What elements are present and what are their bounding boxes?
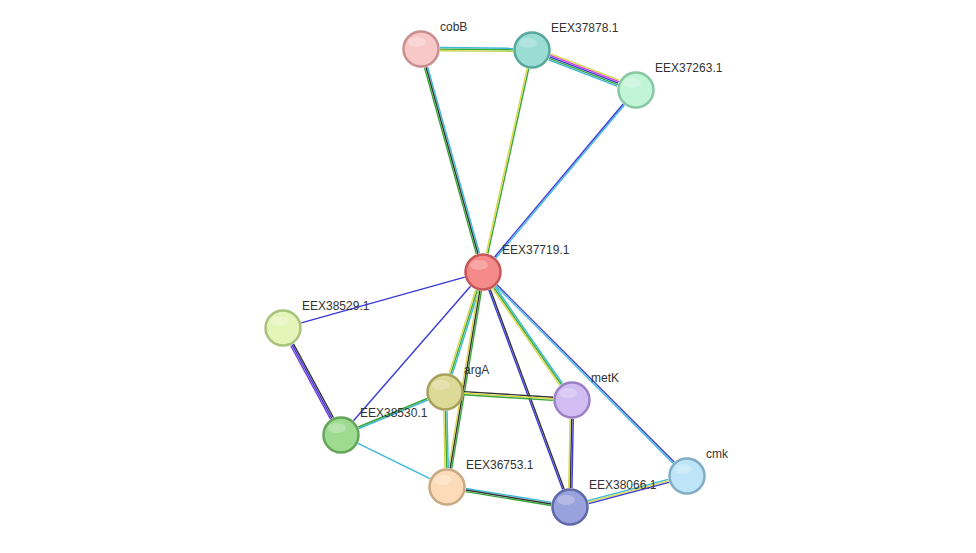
protein-node: EEX38066.1	[551, 488, 589, 526]
node-circle	[426, 373, 464, 411]
node-label: argA	[464, 363, 489, 377]
node-label: EEX38529.1	[302, 299, 369, 313]
protein-node: EEX36753.1	[428, 468, 466, 506]
node-circle	[668, 457, 706, 495]
interaction-edge	[496, 285, 674, 463]
node-label: EEX36753.1	[466, 458, 533, 472]
node-label: cmk	[706, 447, 728, 461]
protein-node: EEX38530.1	[322, 416, 360, 454]
interaction-edge	[549, 54, 620, 86]
node-label: cobB	[440, 20, 467, 34]
protein-node: cobB	[402, 30, 440, 68]
protein-node: metK	[553, 381, 591, 419]
interaction-edge	[493, 287, 563, 386]
node-label: EEX38066.1	[589, 478, 656, 492]
node-circle	[617, 71, 655, 109]
interaction-edge	[358, 443, 430, 478]
protein-node: EEX37878.1	[513, 31, 551, 69]
node-circle	[402, 30, 440, 68]
node-label: EEX38530.1	[360, 406, 427, 420]
node-circle	[264, 309, 302, 347]
node-circle	[553, 381, 591, 419]
node-circle	[322, 416, 360, 454]
interaction-edge	[358, 399, 427, 429]
interaction-edge	[301, 277, 464, 323]
interaction-edge	[464, 392, 553, 401]
protein-node: cmk	[668, 457, 706, 495]
node-circle	[551, 488, 589, 526]
protein-node: EEX38529.1	[264, 309, 302, 347]
interaction-edge	[465, 488, 551, 505]
interaction-edge	[291, 344, 334, 419]
protein-node: argA	[426, 373, 464, 411]
node-label: EEX37263.1	[655, 61, 722, 75]
interaction-edge	[425, 67, 480, 254]
protein-node: EEX37719.1	[464, 253, 502, 291]
interaction-edge	[569, 419, 573, 488]
node-label: EEX37878.1	[551, 21, 618, 35]
interaction-edge	[444, 411, 448, 468]
protein-node: EEX37263.1	[617, 71, 655, 109]
node-label: metK	[591, 371, 619, 385]
node-circle	[513, 31, 551, 69]
node-circle	[428, 468, 466, 506]
node-label: EEX37719.1	[502, 243, 569, 257]
node-circle	[464, 253, 502, 291]
interaction-edge	[440, 48, 513, 52]
interaction-edge	[495, 104, 625, 258]
interaction-edge	[353, 286, 470, 420]
